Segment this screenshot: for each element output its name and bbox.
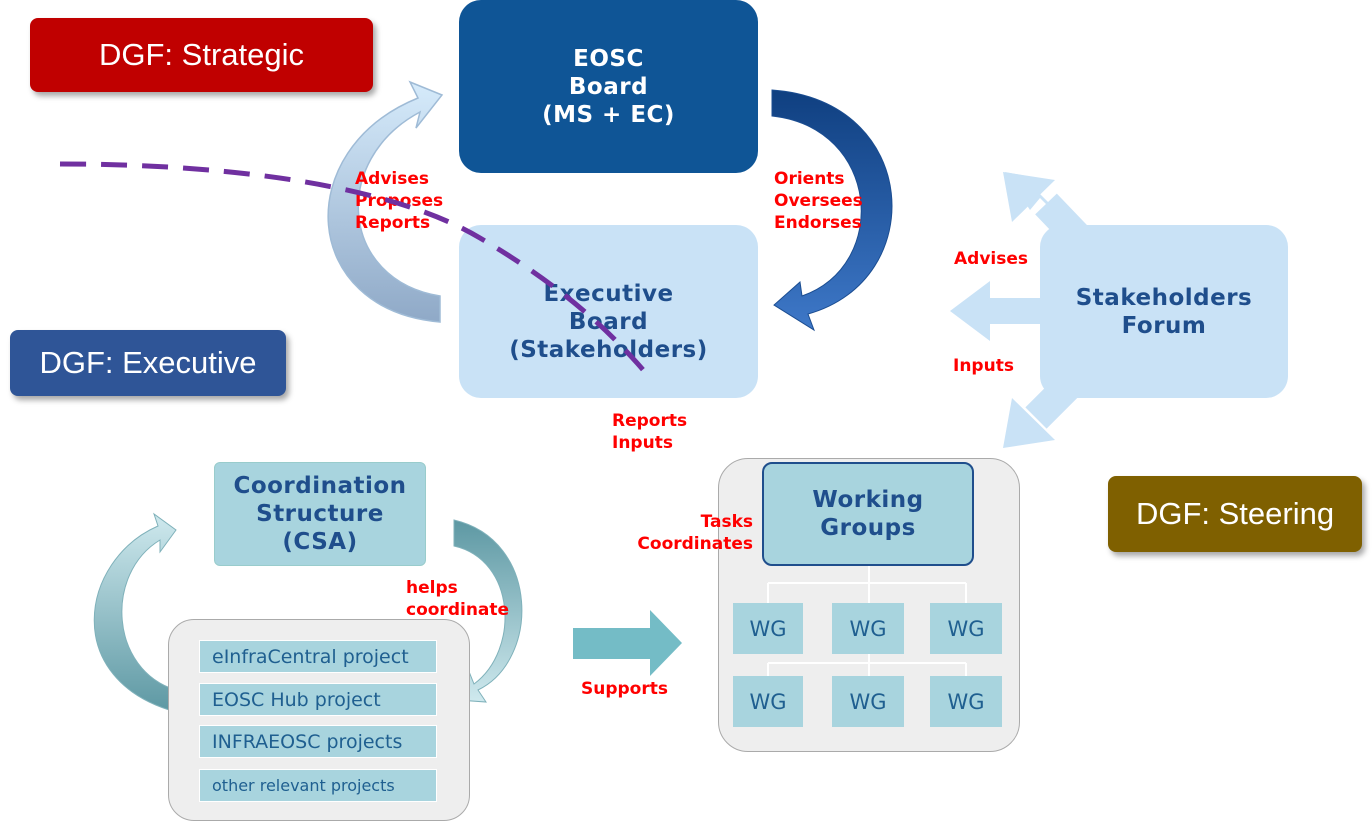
label-line: Oversees: [774, 191, 863, 211]
wg-box: WG: [930, 676, 1002, 727]
label-line: Endorses: [774, 213, 862, 233]
working-groups-line-2: Groups: [820, 515, 916, 541]
stakeholders-forum-line-1: Stakeholders: [1075, 284, 1253, 311]
advises-curved-arrow: [327, 80, 444, 323]
supports-label: Supports: [581, 679, 668, 699]
coord-left-curved-arrow: [93, 512, 177, 713]
label-line: Orients: [774, 169, 845, 189]
wg-box: WG: [832, 676, 904, 727]
stakeholders-forum: Stakeholders Forum: [1040, 225, 1288, 398]
helps-coordinate-label: helps coordinate: [406, 577, 509, 621]
label-line: Reports: [355, 213, 431, 233]
left-arrow: [950, 281, 1058, 341]
executive-board-line-3: (Stakeholders): [509, 336, 708, 363]
dgf-strategic-label: DGF: Strategic: [99, 37, 304, 72]
dgf-steering-label: DGF: Steering: [1135, 496, 1335, 531]
label-line: Inputs: [612, 433, 673, 453]
coordination-structure: Coordination Structure (CSA): [214, 462, 426, 566]
wg-box: WG: [832, 603, 904, 654]
dgf-executive-tag: DGF: Executive: [10, 330, 286, 396]
eosc-board: EOSC Board (MS + EC): [459, 0, 758, 173]
working-groups-line-1: Working: [812, 487, 924, 513]
label-line: helps: [406, 578, 458, 598]
inputs-label: Inputs: [953, 356, 1014, 376]
coordination-line-2: Structure: [256, 501, 384, 527]
eosc-board-line-3: (MS + EC): [542, 101, 675, 128]
advises-label: Advises: [954, 249, 1029, 269]
dgf-executive-label: DGF: Executive: [39, 345, 257, 380]
advises-proposes-reports-label: Advises Proposes Reports: [355, 168, 443, 234]
down-left-arrow-head: [1003, 398, 1055, 448]
orients-curved-arrow: [771, 89, 893, 332]
project-item: eInfraCentral project: [199, 640, 437, 673]
working-groups-box: Working Groups: [762, 462, 974, 566]
eosc-board-line-1: EOSC: [573, 45, 644, 72]
wg-box: WG: [733, 603, 803, 654]
label-line: Reports: [612, 411, 688, 431]
label-line: Advises: [355, 169, 430, 189]
reports-inputs-label: Reports Inputs: [612, 410, 687, 454]
executive-board-line-1: Executive: [543, 280, 674, 307]
coord-right-curved-arrow: [453, 519, 523, 703]
dgf-strategic-tag: DGF: Strategic: [30, 18, 373, 92]
dgf-steering-tag: DGF: Steering: [1108, 476, 1362, 552]
project-item: EOSC Hub project: [199, 683, 437, 716]
label-line: Coordinates: [637, 534, 753, 554]
supports-arrow: [573, 610, 682, 676]
label-line: Tasks: [700, 512, 753, 532]
label-line: coordinate: [406, 600, 510, 620]
wg-box: WG: [733, 676, 803, 727]
eosc-board-line-2: Board: [568, 73, 649, 100]
coordination-line-3: (CSA): [282, 529, 358, 555]
up-left-arrow-head: [1003, 172, 1055, 222]
wg-box: WG: [930, 603, 1002, 654]
project-item: INFRAEOSC projects: [199, 725, 437, 758]
coordination-line-1: Coordination: [233, 473, 407, 499]
stakeholders-forum-line-2: Forum: [1121, 312, 1207, 339]
project-item: other relevant projects: [199, 769, 437, 802]
orients-oversees-endorses-label: Orients Oversees Endorses: [774, 168, 863, 234]
tasks-coordinates-label: Tasks Coordinates: [628, 511, 753, 555]
dashed-boundary-line: [59, 161, 652, 380]
